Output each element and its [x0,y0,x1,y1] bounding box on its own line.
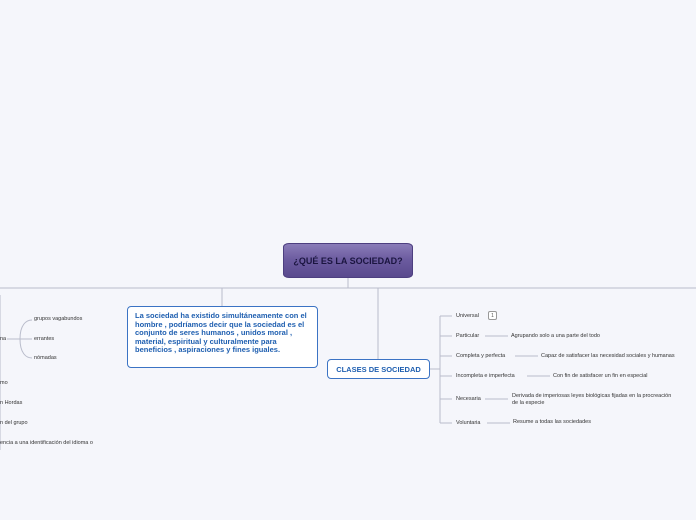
clase-necesaria-detail[interactable]: Derivada de imperiosas leyes biológicas … [512,393,672,406]
description-text: La sociedad ha existido simultáneamente … [135,311,307,355]
clase-incompleta-detail[interactable]: Con fin de satisfacer un fin en especial [553,373,648,379]
clases-title: CLASES DE SOCIEDAD [336,364,421,374]
clase-particular-detail[interactable]: Agrupando solo a una parte del todo [511,333,600,339]
left-partial-label[interactable]: na [0,336,7,342]
left-child-2[interactable]: errantes [34,336,55,342]
description-node[interactable]: La sociedad ha existido simultáneamente … [127,306,318,368]
clase-completa-detail[interactable]: Capaz de satisfacer las necesidad social… [541,353,675,359]
clase-voluntaria[interactable]: Voluntaria [456,420,481,426]
left-other-3[interactable]: n del grupo [0,420,28,426]
clase-universal[interactable]: Universal [456,313,479,319]
left-other-2[interactable]: n Hordas [0,400,23,406]
left-other-4[interactable]: encia a una identificación del idioma o [0,440,93,446]
clase-voluntaria-detail[interactable]: Resume a todas las sociedades [513,419,591,425]
left-child-1[interactable]: grupos vagabundos [34,316,83,322]
root-title: ¿QUÉ ES LA SOCIEDAD? [293,255,403,266]
left-child-3[interactable]: nómadas [34,355,57,361]
root-node[interactable]: ¿QUÉ ES LA SOCIEDAD? [283,243,413,278]
clase-particular[interactable]: Particular [456,333,480,339]
note-count-badge[interactable]: 1 [488,311,497,320]
clase-incompleta[interactable]: Incompleta e imperfecta [456,373,515,379]
clase-completa[interactable]: Completa y perfecta [456,353,506,359]
left-other-1[interactable]: mo [0,380,8,386]
clases-node[interactable]: CLASES DE SOCIEDAD [327,359,430,379]
clase-necesaria[interactable]: Necesaria [456,396,481,402]
